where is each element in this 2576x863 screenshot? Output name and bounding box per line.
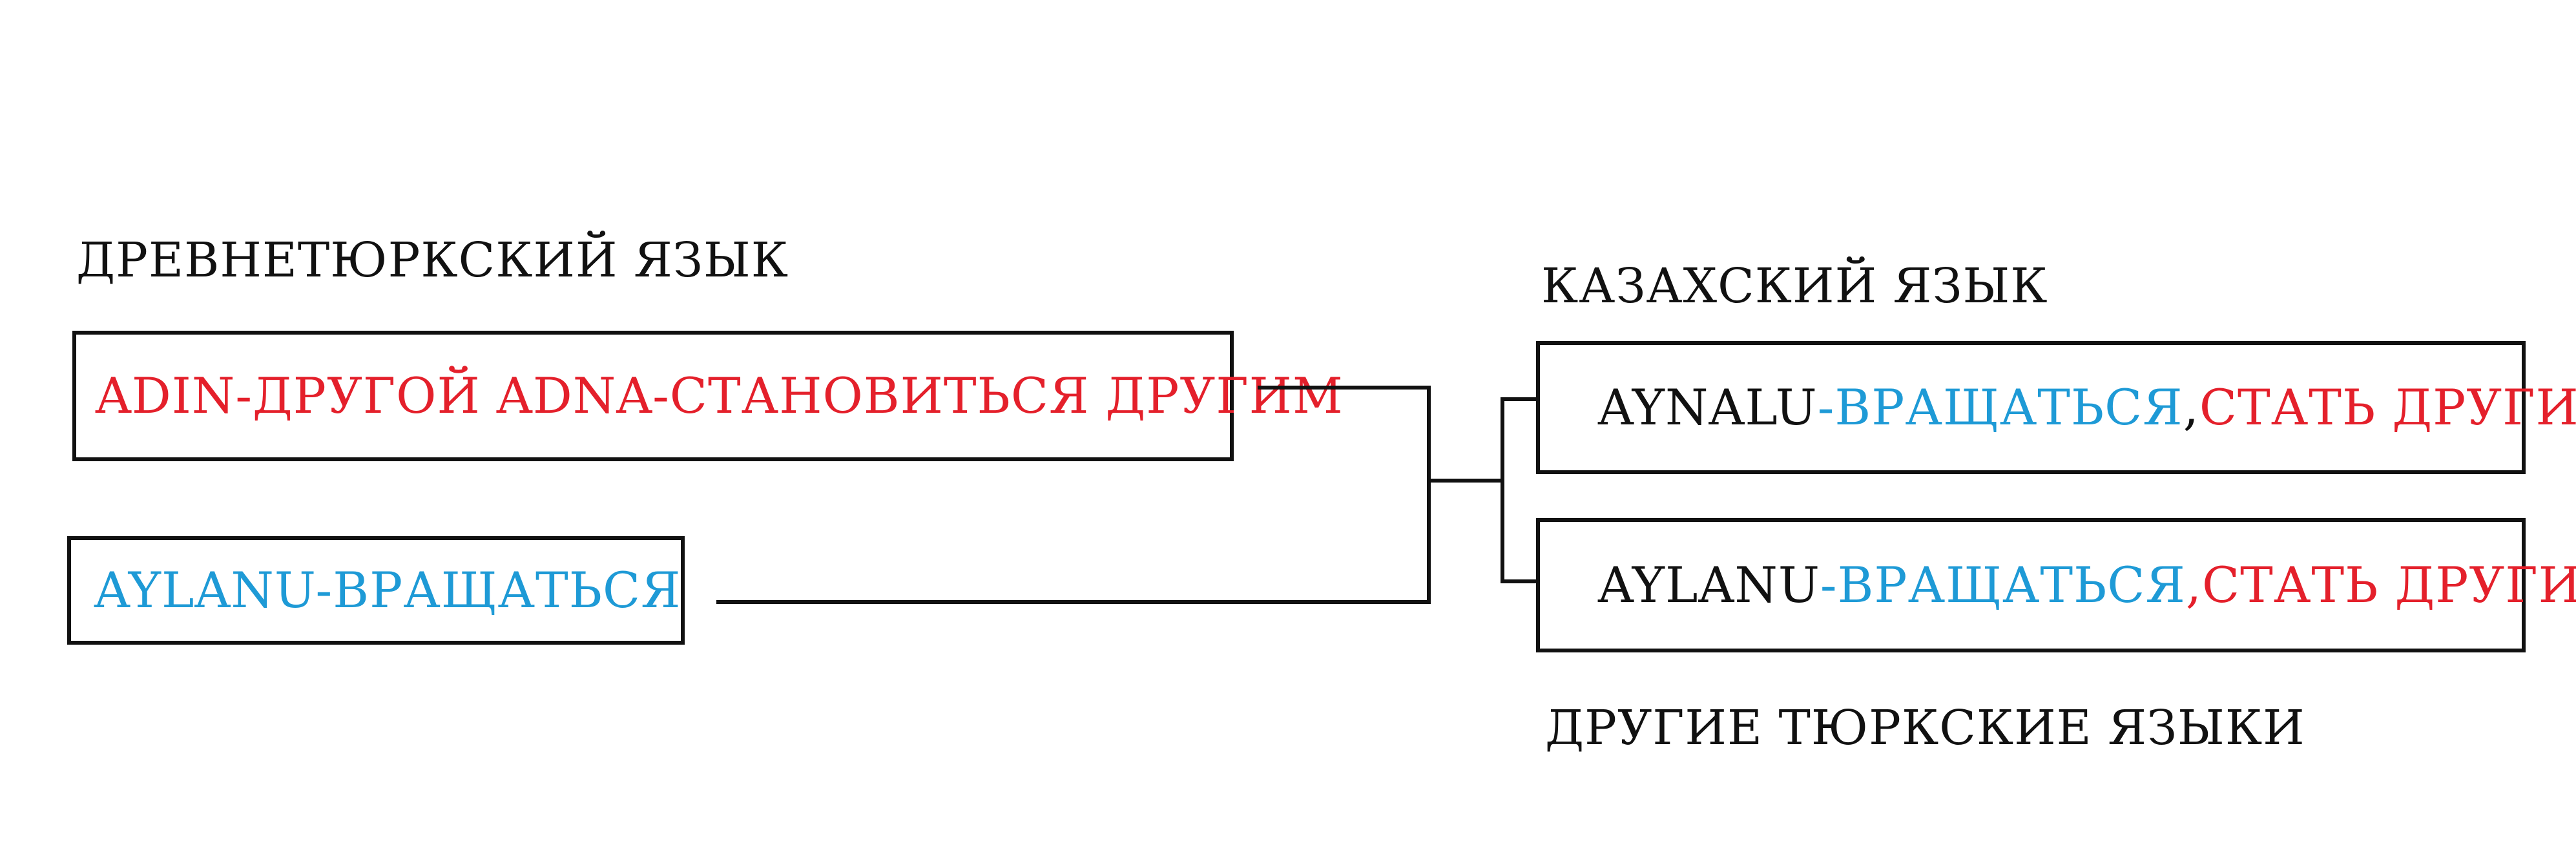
old-turkic-adin-box: ADIN-ДРУГОЙ ADNA-СТАНОВИТЬСЯ ДРУГИМ xyxy=(72,331,1343,461)
other-turkic-heading: ДРУГИЕ ТЮРКСКИЕ ЯЗЫКИ xyxy=(1545,700,2305,756)
old-turkic-aylanu-text: AYLANU-ВРАЩАТЬСЯ xyxy=(94,561,681,619)
other-turkic-aylanu-meaning-rotate: ВРАЩАТЬСЯ xyxy=(1837,556,2186,614)
other-turkic-aylanu-meaning-become: СТАТЬ ДРУГИМ xyxy=(2202,556,2576,614)
old-turkic-aylanu-box: AYLANU-ВРАЩАТЬСЯ xyxy=(67,536,685,645)
kazakh-aynalu-meaning-become: СТАТЬ ДРУГИМ xyxy=(2199,379,2576,436)
old-turkic-heading: ДРЕВНЕТЮРКСКИЙ ЯЗЫК xyxy=(76,233,789,288)
kazakh-heading: КАЗАХСКИЙ ЯЗЫК xyxy=(1541,258,2048,314)
other-turkic-aylanu-word: AYLANU xyxy=(1598,556,1820,614)
old-turkic-adin-text: ADIN-ДРУГОЙ ADNA-СТАНОВИТЬСЯ ДРУГИМ xyxy=(96,367,1344,424)
kazakh-aynalu-comma: , xyxy=(2183,379,2199,436)
other-turkic-aylanu-box: AYLANU - ВРАЩАТЬСЯ , СТАТЬ ДРУГИМ xyxy=(1536,518,2576,652)
other-turkic-aylanu-comma: , xyxy=(2185,556,2203,614)
kazakh-aynalu-box: AYNALU - ВРАЩАТЬСЯ , СТАТЬ ДРУГИМ xyxy=(1536,341,2576,474)
kazakh-aynalu-dash: - xyxy=(1817,379,1835,436)
other-turkic-aylanu-dash: - xyxy=(1820,556,1838,614)
kazakh-aynalu-meaning-rotate: ВРАЩАТЬСЯ xyxy=(1834,379,2183,436)
kazakh-aynalu-word: AYNALU xyxy=(1598,379,1818,436)
